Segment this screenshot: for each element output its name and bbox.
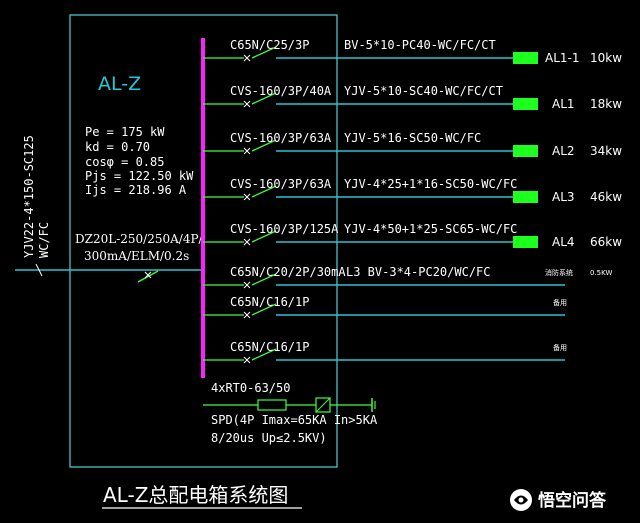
main-breaker-rcd: 300mA/ELM/0.2s [84,249,189,263]
feeder-circuit: CVS-160/3P/63A YJV-5*16-SC50-WC/FC AL2 34kw [203,131,622,158]
breaker-symbol [251,230,277,243]
param-cos: cosφ = 0.85 [85,155,164,169]
load-name: 备用 [553,343,567,352]
load-name: AL4 [552,235,575,249]
load-power: 18kw [590,97,622,111]
breaker-label: C65N/C16/1P [230,295,309,309]
load-block [513,52,538,64]
breaker-symbol [251,46,277,59]
spd-branch: 4xRT0-63/50 SPD(4P Imax=65KA In>5KA 8/20… [203,381,378,445]
load-block [513,236,538,248]
breaker-label: CVS-160/3P/125A [230,222,339,236]
incoming-cable-spec: YJV22-4*150-SC125 [22,135,36,258]
breaker-symbol [251,185,277,198]
spd-fuse [257,399,287,411]
main-breaker-model: DZ20L-250/250A/4P/ [75,232,204,246]
breaker-label: CVS-160/3P/63A [230,177,332,191]
load-block [513,98,538,110]
breaker-symbol [251,273,277,286]
spd-spec-line2: 8/20us Up≤2.5KV) [211,431,327,445]
feeder-circuit: C65N/C16/1P 备用 [203,295,567,319]
feeder-circuit: C65N/C25/3P BV-5*10-PC40-WC/FC/CT AL1-1 10k… [203,38,622,65]
cable-label: YJV-5*10-SC40-WC/FC/CT [344,84,503,98]
breaker-cross [243,356,251,364]
breaker-label: CVS-160/3P/40A [230,84,332,98]
load-power: 34kw [590,144,622,158]
load-name: AL3 [552,190,575,204]
breaker-symbol [251,348,277,361]
cable-label: YJV-4*25+1*16-SC50-WC/FC [344,177,517,191]
load-name: 消防系统 [545,268,573,277]
breaker-symbol [251,303,277,316]
main-breaker-symbol [137,270,159,283]
breaker-label: C65N/C16/1P [230,340,309,354]
breaker-label: C65N/C25/3P [230,38,309,52]
cable-label: BV-5*10-PC40-WC/FC/CT [344,38,496,52]
load-block [513,191,538,203]
breaker-symbol [251,92,277,105]
diagram-title: AL-Z总配电箱系统图 [103,483,288,507]
feeder-circuits: C65N/C25/3P BV-5*10-PC40-WC/FC/CT AL1-1 10k… [203,38,622,364]
cable-label: L3 BV-3*4-PC20/WC/FC [346,265,491,279]
spd-spec-line1: SPD(4P Imax=65KA In>5KA [211,413,378,427]
panel-outline [69,14,338,468]
param-pe: Pe = 175 kW [85,125,165,139]
breaker-label: C65N/C20/2P/30mA [230,265,346,279]
spd-fuse-label: 4xRT0-63/50 [211,381,290,395]
load-power: 10kw [590,51,622,65]
param-ijs: Ijs = 218.96 A [85,183,187,197]
load-name: AL1-1 [545,51,580,65]
load-power: 46kw [590,190,622,204]
breaker-symbol [251,139,277,152]
param-kd: kd = 0.70 [85,140,150,154]
watermark: 悟空问答 [510,489,607,511]
load-block [513,145,538,157]
cable-label: YJV-5*16-SC50-WC/FC [344,131,481,145]
watermark-text: 悟空问答 [538,490,607,511]
breaker-cross [243,54,251,62]
breaker-cross [243,100,251,108]
incoming-tick [35,263,43,277]
panel-name: AL-Z [98,73,141,95]
incoming-cable-label: YJV22-4*150-SC125 WC/FC [22,135,51,258]
feeder-circuit: CVS-160/3P/40A YJV-5*10-SC40-WC/FC/CT AL1 1… [203,84,622,111]
cable-label: YJV-4*50+1*25-SC65-WC/FC [344,222,517,236]
breaker-cross [243,193,251,201]
param-pjs: Pjs = 122.50 kW [85,169,194,183]
breaker-label: CVS-160/3P/63A [230,131,332,145]
feeder-circuit: C65N/C16/1P 备用 [203,340,567,364]
breaker-cross [243,311,251,319]
load-name: AL1 [552,97,575,111]
load-power: 66kw [590,235,622,249]
load-name: 备用 [553,298,567,307]
load-name: AL2 [552,144,575,158]
breaker-cross [243,147,251,155]
breaker-cross [243,238,251,246]
incoming-cable-install: WC/FC [37,222,51,258]
load-power: 0.5KW [590,269,612,277]
feeder-circuit: CVS-160/3P/125A YJV-4*50+1*25-SC65-WC/FC A… [203,222,622,249]
load-parameters: Pe = 175 kW kd = 0.70 cosφ = 0.85 Pjs = … [85,125,194,197]
breaker-cross [243,281,251,289]
feeder-circuit: CVS-160/3P/63A YJV-4*25+1*16-SC50-WC/FC AL… [203,177,622,204]
